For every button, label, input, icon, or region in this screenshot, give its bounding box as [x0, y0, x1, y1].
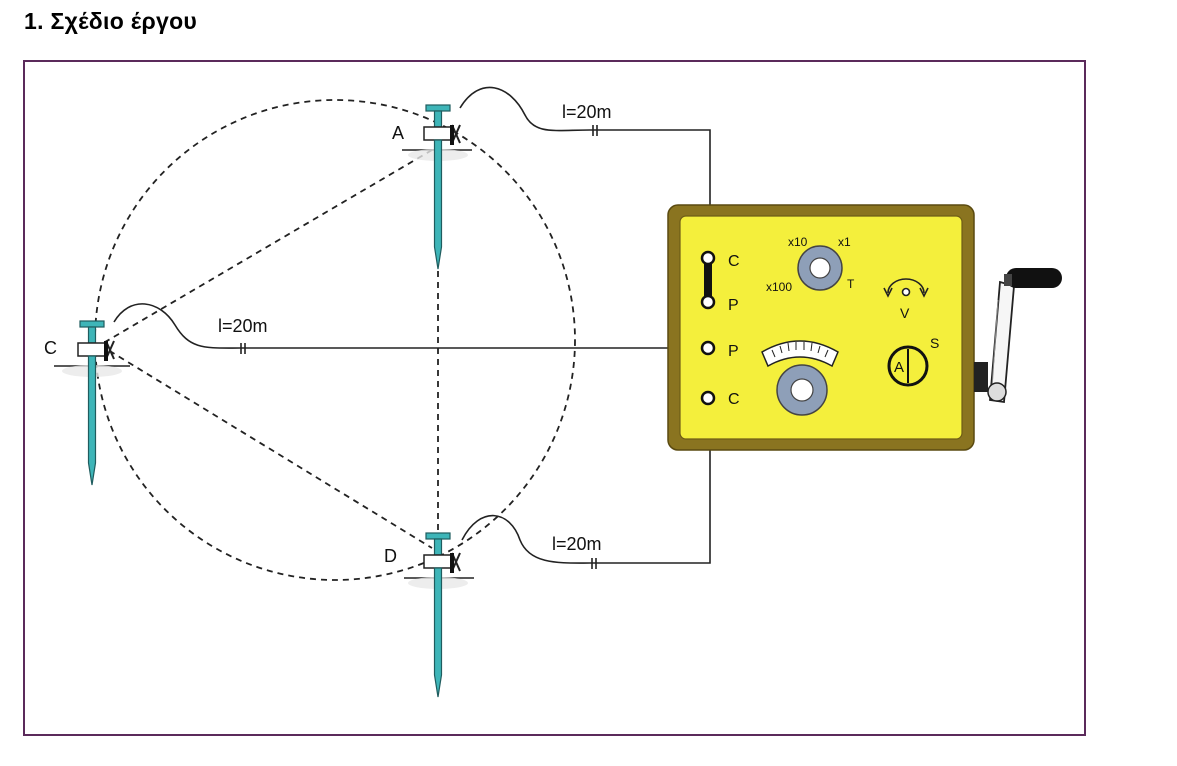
- terminal-label-p2: P: [728, 343, 739, 360]
- range-label-x100: x100: [766, 280, 792, 294]
- terminal-label-c2: C: [728, 391, 740, 408]
- terminal-label-p1: P: [728, 297, 739, 314]
- ammeter-label: A: [894, 359, 904, 376]
- electrode-d: [407, 532, 469, 698]
- switch-label: S: [930, 335, 939, 351]
- voltage-label: V: [900, 305, 910, 321]
- meter-terminals: [700, 250, 716, 406]
- earth-tester-meter: C P P C x10 x1 x100 T V: [667, 204, 975, 451]
- terminal-label-c1: C: [728, 253, 740, 270]
- electrode-c: [61, 320, 123, 486]
- electrode-a: [407, 104, 469, 270]
- cable-c: [113, 303, 708, 349]
- electrode-d-label: D: [384, 546, 397, 566]
- cable-a: [459, 86, 711, 258]
- electrode-c-label: C: [44, 338, 57, 358]
- range-label-x10: x10: [788, 235, 808, 249]
- dashed-line-c-d: [99, 344, 433, 549]
- cable-d-length: l=20m: [552, 534, 602, 554]
- cable-a-length: l=20m: [562, 102, 612, 122]
- voltage-rotation-icon: [883, 278, 929, 298]
- cable-break-marks: [240, 125, 598, 569]
- electrode-circle: [94, 99, 576, 581]
- range-label-x1: x1: [838, 235, 851, 249]
- cable-d: [461, 398, 711, 564]
- electrode-a-label: A: [392, 123, 404, 143]
- hand-crank: [974, 268, 1062, 404]
- cable-c-length: l=20m: [218, 316, 268, 336]
- dashed-line-a-c: [99, 149, 433, 346]
- page-title: 1. Σχέδιο έργου: [24, 8, 198, 34]
- scale-gauge: [761, 340, 839, 368]
- diagram-frame: [23, 60, 1086, 736]
- range-label-t: T: [847, 277, 855, 291]
